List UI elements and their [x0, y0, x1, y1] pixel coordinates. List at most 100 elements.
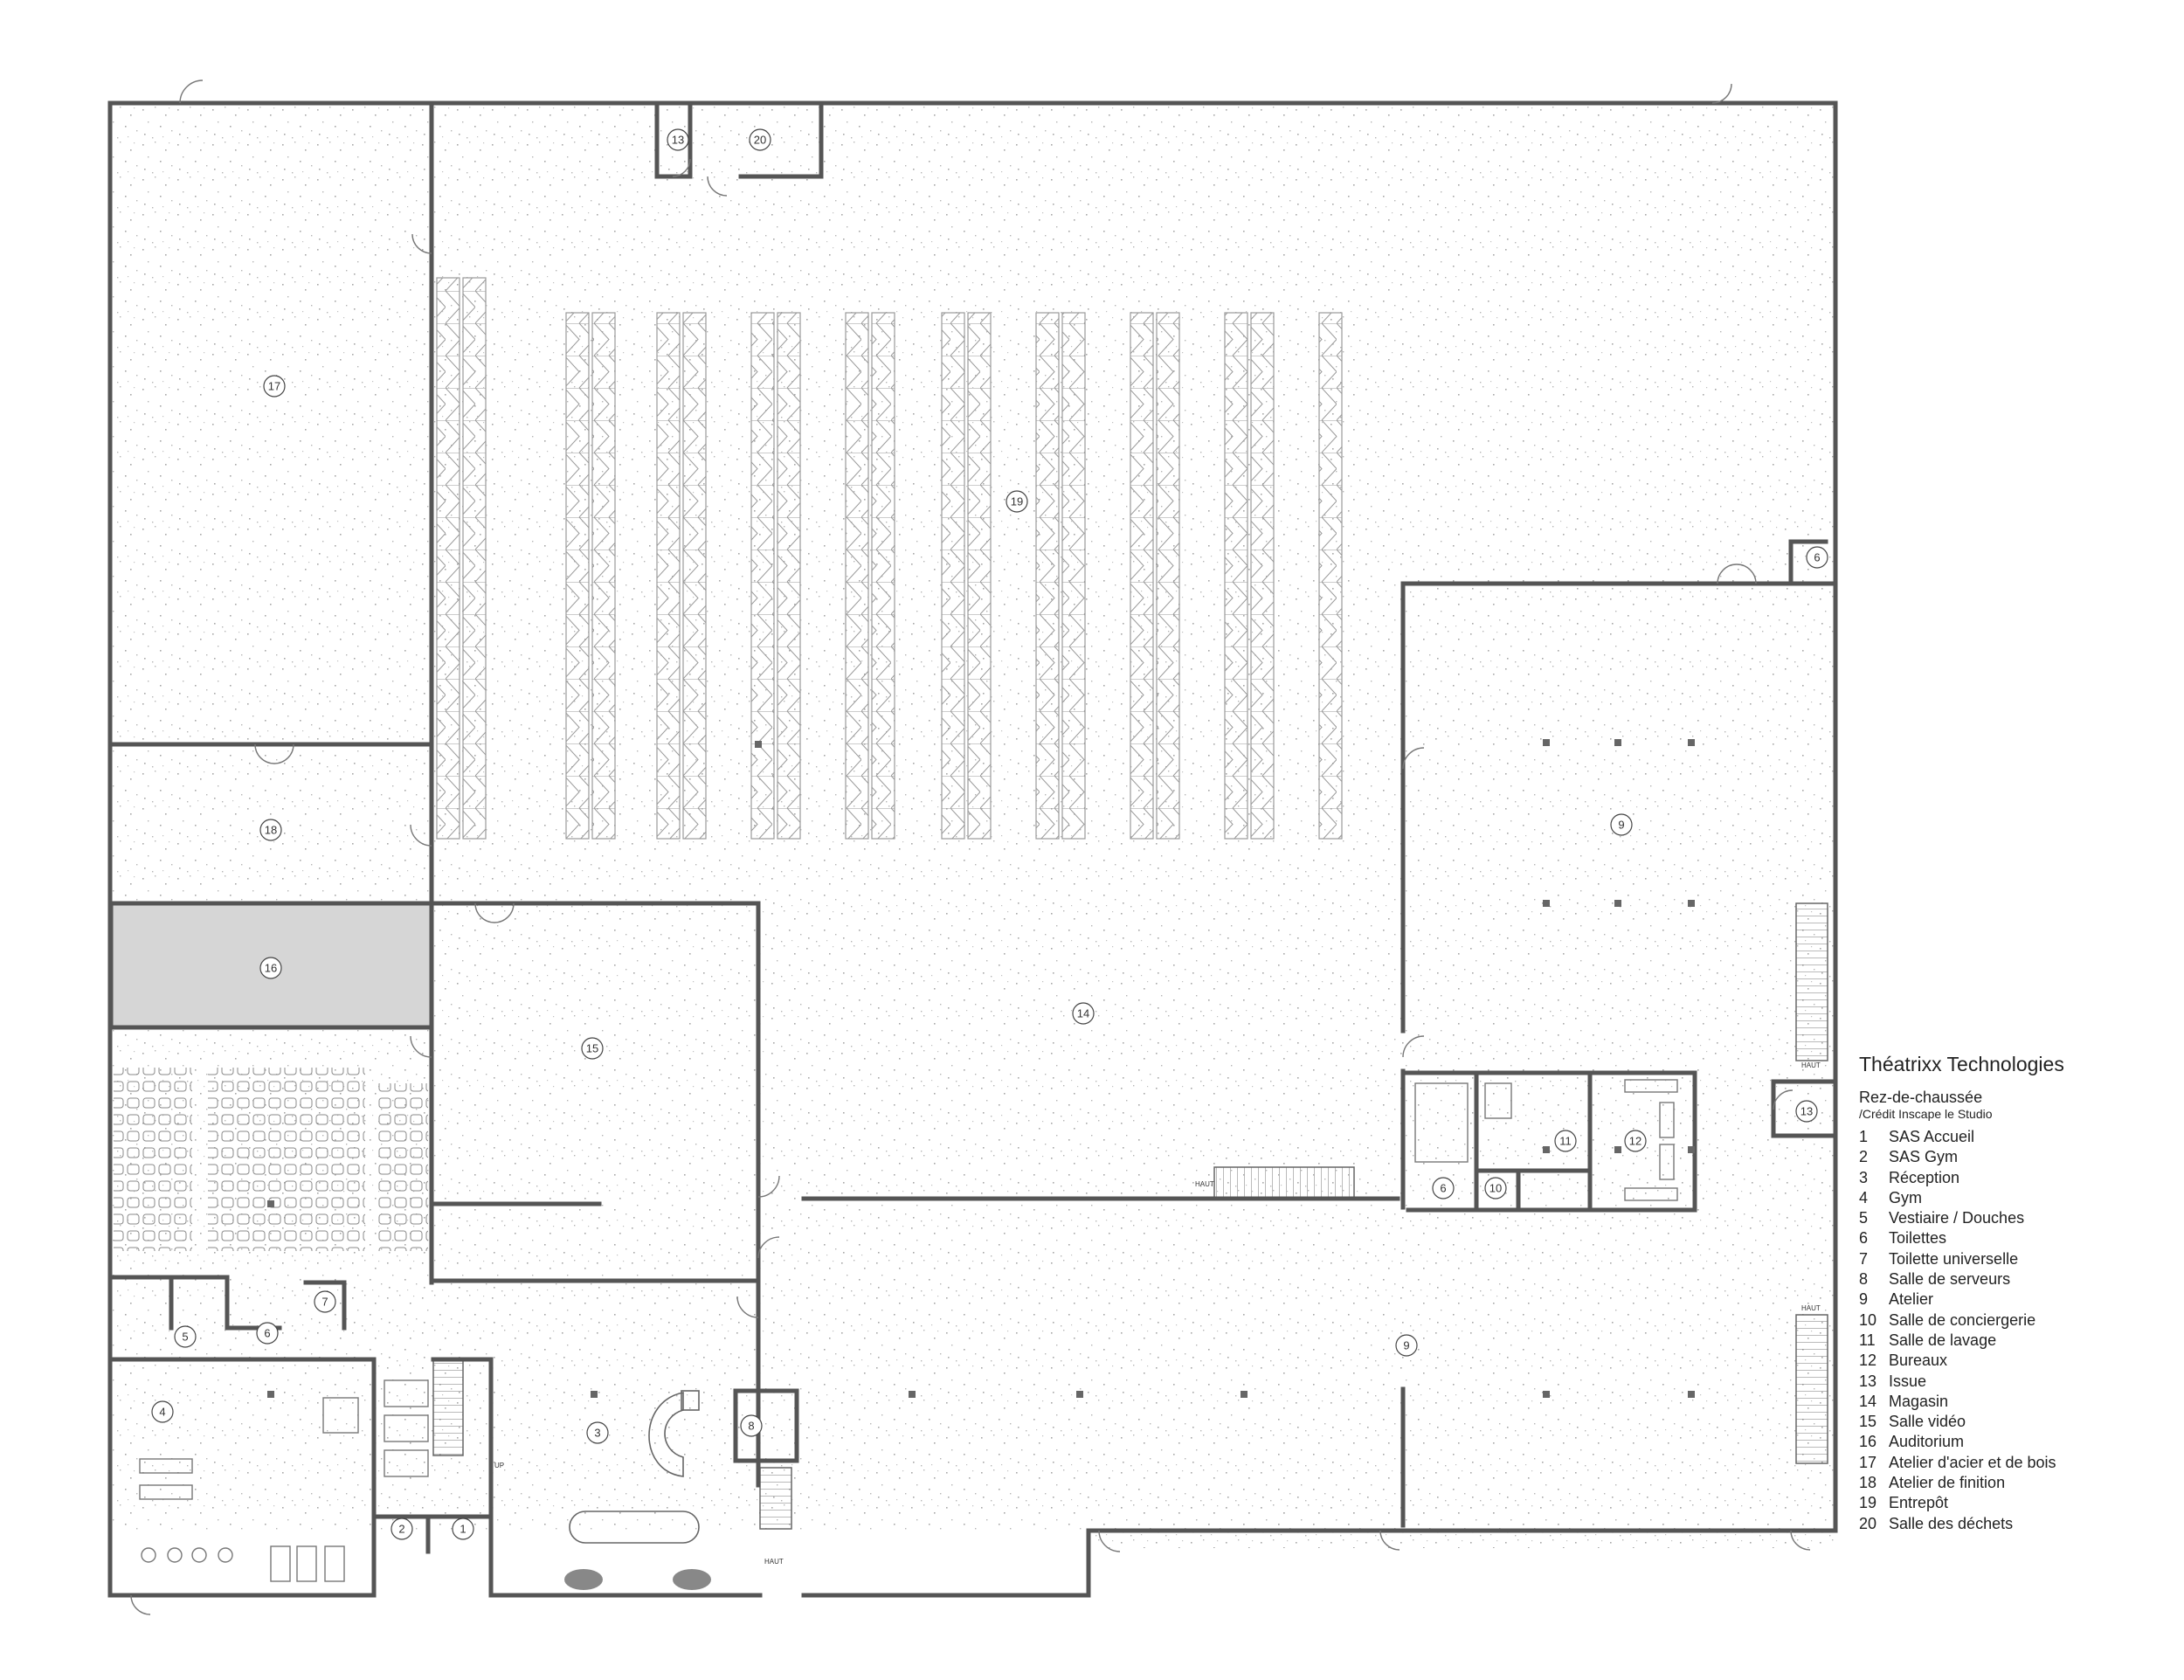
legend-item-number: 4 — [1859, 1188, 1869, 1206]
svg-text:HAUT: HAUT — [764, 1558, 784, 1566]
legend-item-number: 7 — [1859, 1249, 1869, 1268]
doors — [130, 80, 1811, 1615]
legend: Théatrixx Technologies Rez-de-chaussée /… — [1859, 1052, 2174, 1534]
marker-6c — [1806, 546, 1828, 569]
marker-12 — [1624, 1130, 1647, 1152]
marker-13b — [1795, 1100, 1818, 1123]
legend-item-number: 6 — [1859, 1229, 1869, 1248]
legend-item-label: Salle de conciergerie — [1889, 1310, 2036, 1329]
marker-16 — [259, 957, 282, 979]
svg-text:HAUT: HAUT — [1801, 1304, 1821, 1312]
legend-floor: Rez-de-chaussée — [1859, 1089, 1983, 1106]
legend-item-label: Réception — [1889, 1168, 1960, 1186]
marker-4 — [151, 1400, 174, 1423]
legend-item: 3 Réception — [1859, 1168, 2174, 1188]
marker-11 — [1554, 1130, 1577, 1152]
marker-17 — [263, 375, 286, 398]
legend-item-label: Issue — [1889, 1372, 1927, 1390]
legend-item-label: Salle vidéo — [1889, 1413, 1966, 1431]
svg-text:7: 7 — [321, 1296, 328, 1309]
svg-text:9: 9 — [1403, 1339, 1409, 1352]
marker-20 — [749, 128, 771, 151]
svg-text:18: 18 — [265, 824, 277, 837]
marker-1 — [452, 1518, 474, 1540]
marker-10 — [1484, 1177, 1507, 1200]
svg-text:10: 10 — [1489, 1182, 1502, 1195]
svg-text:9: 9 — [1618, 819, 1624, 832]
legend-item-label: Magasin — [1889, 1392, 1949, 1410]
legend-item-label: Salle de serveurs — [1889, 1270, 2011, 1289]
legend-credit: /Crédit Inscape le Studio — [1859, 1107, 1993, 1121]
marker-14 — [1072, 1002, 1095, 1025]
legend-item-number: 14 — [1859, 1392, 1877, 1410]
legend-item-label: Atelier — [1889, 1290, 1934, 1309]
legend-item-number: 16 — [1859, 1433, 1877, 1451]
legend-item: 13 Issue — [1859, 1372, 2174, 1392]
legend-item: 15 Salle vidéo — [1859, 1412, 2174, 1432]
svg-text:1: 1 — [460, 1523, 466, 1536]
legend-item-label: Atelier de finition — [1889, 1474, 2006, 1492]
legend-item-number: 15 — [1859, 1413, 1877, 1431]
legend-item-label: SAS Gym — [1889, 1148, 1959, 1166]
marker-7 — [314, 1290, 336, 1313]
legend-item: 12 Bureaux — [1859, 1351, 2174, 1371]
svg-text:HAUT: HAUT — [1801, 1061, 1821, 1069]
svg-text:13: 13 — [1800, 1105, 1813, 1118]
legend-item-number: 2 — [1859, 1148, 1869, 1166]
legend-item-number: 3 — [1859, 1168, 1869, 1186]
legend-item-label: SAS Accueil — [1889, 1128, 1975, 1145]
legend-item-number: 12 — [1859, 1352, 1877, 1370]
svg-text:6: 6 — [1440, 1182, 1446, 1195]
legend-item-number: 11 — [1859, 1331, 1876, 1349]
marker-5 — [174, 1325, 197, 1348]
svg-text:UP: UP — [494, 1462, 504, 1469]
auditorium-seats — [114, 1068, 428, 1251]
gym-equipment — [139, 1379, 429, 1582]
legend-title: Théatrixx Technologies — [1859, 1053, 2064, 1075]
legend-item-label: Toilette universelle — [1889, 1249, 2019, 1268]
legend-item-label: Entrepôt — [1889, 1494, 1949, 1512]
legend-item: 19 Entrepôt — [1859, 1493, 2174, 1513]
svg-text:15: 15 — [586, 1042, 598, 1055]
svg-text:5: 5 — [182, 1331, 188, 1344]
svg-text:12: 12 — [1629, 1135, 1641, 1148]
svg-text:19: 19 — [1011, 495, 1023, 508]
legend-item: 14 Magasin — [1859, 1392, 2174, 1412]
legend-item: 1 SAS Accueil — [1859, 1127, 2174, 1147]
columns — [267, 739, 1695, 1398]
marker-8 — [740, 1414, 763, 1437]
svg-text:HAUT: HAUT — [1195, 1180, 1214, 1188]
svg-text:11: 11 — [1559, 1135, 1572, 1148]
legend-item-label: Bureaux — [1889, 1352, 1948, 1370]
legend-item-label: Toilettes — [1889, 1229, 1947, 1248]
room-marker-labels: 1 2 3 4 5 6 6 6 7 8 9 9 10 11 12 13 13 1… — [159, 134, 1820, 1536]
marker-6a — [256, 1322, 279, 1345]
svg-text:14: 14 — [1077, 1007, 1089, 1020]
office-furniture — [1414, 1079, 1678, 1201]
legend-item-number: 19 — [1859, 1494, 1877, 1512]
svg-text:20: 20 — [754, 134, 766, 147]
legend-item-number: 1 — [1859, 1128, 1869, 1145]
legend-item: 7 Toilette universelle — [1859, 1249, 2174, 1269]
marker-18 — [259, 819, 282, 841]
legend-item-number: 17 — [1859, 1453, 1877, 1471]
legend-item: 20 Salle des déchets — [1859, 1514, 2174, 1534]
legend-item-label: Vestiaire / Douches — [1889, 1209, 2025, 1227]
legend-item-number: 20 — [1859, 1514, 1877, 1532]
marker-19 — [1006, 490, 1028, 513]
svg-text:4: 4 — [159, 1406, 165, 1419]
legend-item-number: 13 — [1859, 1372, 1877, 1390]
legend-item-label: Salle des déchets — [1889, 1514, 2014, 1532]
legend-item: 2 SAS Gym — [1859, 1147, 2174, 1167]
marker-2 — [390, 1518, 413, 1540]
legend-item-number: 18 — [1859, 1474, 1877, 1492]
